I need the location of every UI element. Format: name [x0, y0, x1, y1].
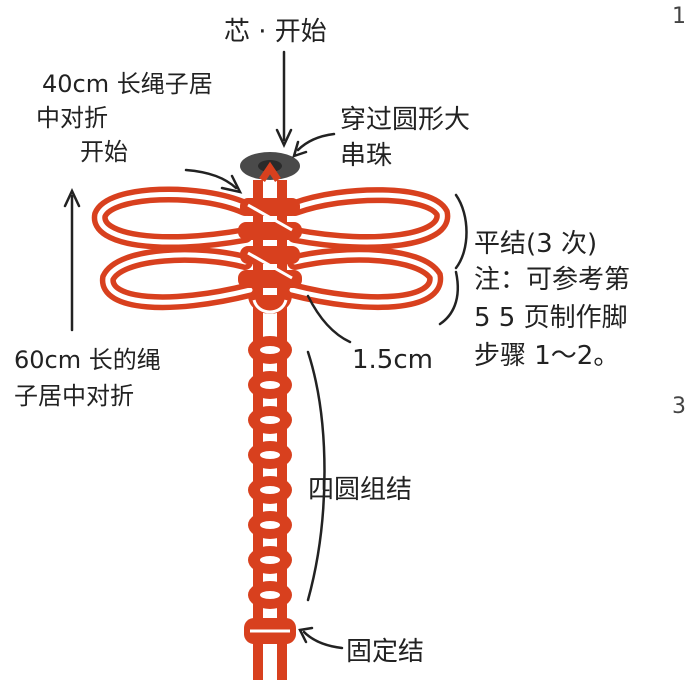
label-flat-knot: 平结(3 次)	[474, 228, 597, 260]
label-cord40-line1: 40cm 长绳子居	[42, 68, 213, 100]
label-cord60-line2: 子居中对折	[14, 380, 134, 412]
label-note-line1: 注：可参考第	[474, 264, 630, 296]
label-four-round: 四圆组结	[308, 474, 412, 506]
page-mark-right-mid: 3	[672, 394, 686, 419]
lower-right-wing	[292, 255, 435, 302]
label-bead-line1: 穿过圆形大	[340, 104, 470, 136]
label-note-line2: 5 5 页制作脚	[474, 302, 628, 334]
label-fixed-knot: 固定结	[346, 636, 424, 668]
lower-left-wing	[108, 255, 250, 302]
label-core-start: 芯 · 开始	[224, 16, 327, 48]
label-cord40-line3: 开始	[80, 136, 128, 168]
fixed-knot	[244, 618, 296, 644]
label-note-line3: 步骤 1～2。	[474, 340, 619, 372]
label-cord40-line2: 中对折	[36, 102, 108, 134]
page-mark-top-right: 1	[672, 4, 686, 29]
label-cord60-line1: 60cm 长的绳	[14, 344, 161, 376]
upper-left-wing	[100, 194, 245, 242]
upper-right-wing	[295, 195, 442, 242]
label-measure: 1.5cm	[352, 344, 433, 376]
label-bead-line2: 串珠	[340, 140, 392, 172]
